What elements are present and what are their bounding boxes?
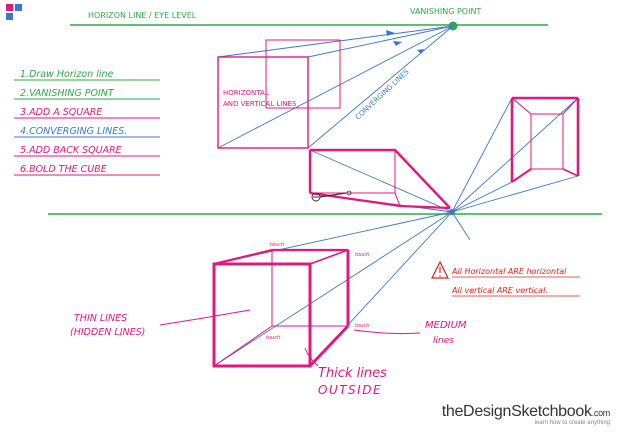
- touch-note: touch: [270, 242, 284, 248]
- arrow-head: [417, 49, 424, 54]
- horizon-line-label: HORIZON LINE / EYE LEVEL: [88, 11, 197, 20]
- eraser-sketch: [311, 190, 352, 202]
- front-square: [217, 56, 309, 149]
- arrow-head: [386, 30, 395, 36]
- step-3: 3.ADD A SQUARE: [20, 107, 102, 118]
- converging-line: [309, 149, 453, 213]
- step-1: 1.Draw Horizon line: [20, 69, 114, 80]
- horizontal-vertical-label-1: HORIZONTAL: [223, 89, 269, 97]
- thick-lines-label: Thick lines: [318, 366, 387, 381]
- hidden-lines-label: (HIDDEN LINES): [70, 327, 145, 338]
- converging-line: [307, 25, 454, 58]
- warning-line-2: All vertical ARE vertical.: [451, 286, 548, 295]
- cube-bottom: [212, 248, 350, 368]
- warning-line-1: All Horizontal ARE horizontal: [451, 267, 567, 276]
- vanishing-point-label: VANISHING POINT: [410, 7, 481, 16]
- step-2: 2.VANISHING POINT: [20, 88, 115, 99]
- step-4: 4.CONVERGING LINES.: [20, 126, 127, 137]
- thin-lines-label: THIN LINES: [74, 313, 127, 324]
- arrow-head: [393, 41, 402, 46]
- touch-note: touch: [355, 252, 369, 258]
- warning-icon: [431, 260, 449, 279]
- converging-line: [217, 25, 454, 149]
- brand-logo: [6, 4, 22, 20]
- converging-line: [451, 181, 513, 213]
- medium-lines-label: MEDIUM: [425, 320, 467, 331]
- thin-lines-pointer: [159, 309, 251, 326]
- steps-list: 1.Draw Horizon line 2.VANISHING POINT 3.…: [14, 69, 160, 176]
- thick-lines-pointer: [304, 347, 319, 367]
- converging-line: [451, 175, 579, 213]
- converging-line: [451, 211, 471, 241]
- converging-line: [307, 25, 454, 149]
- converging-line: [217, 25, 454, 58]
- cube-middle: [308, 148, 451, 210]
- converging-line: [451, 97, 513, 213]
- brand-footer: theDesignSketchbook.com learn how to cre…: [441, 403, 611, 426]
- converging-lines-main: [213, 97, 579, 367]
- outside-label: OUTSIDE: [318, 383, 382, 397]
- converging-lines-label: CONVERGING LINES: [354, 67, 411, 121]
- horizontal-vertical-label-2: AND VERTICAL LINES: [223, 100, 297, 108]
- cube-right: [510, 96, 580, 183]
- step-5: 5.ADD BACK SQUARE: [20, 145, 122, 156]
- step-6: 6.BOLD THE CUBE: [20, 164, 107, 175]
- touch-note: touch: [266, 335, 280, 341]
- touch-note: touch: [355, 323, 369, 329]
- brand-tagline: learn how to create anything: [534, 420, 610, 426]
- medium-lines-pointer: [353, 329, 421, 335]
- back-square-thin: [265, 39, 341, 109]
- converging-line: [213, 211, 453, 367]
- brand-name: theDesignSketchbook.com: [441, 403, 611, 420]
- medium-lines-sub: lines: [433, 336, 454, 346]
- converging-line: [451, 97, 579, 213]
